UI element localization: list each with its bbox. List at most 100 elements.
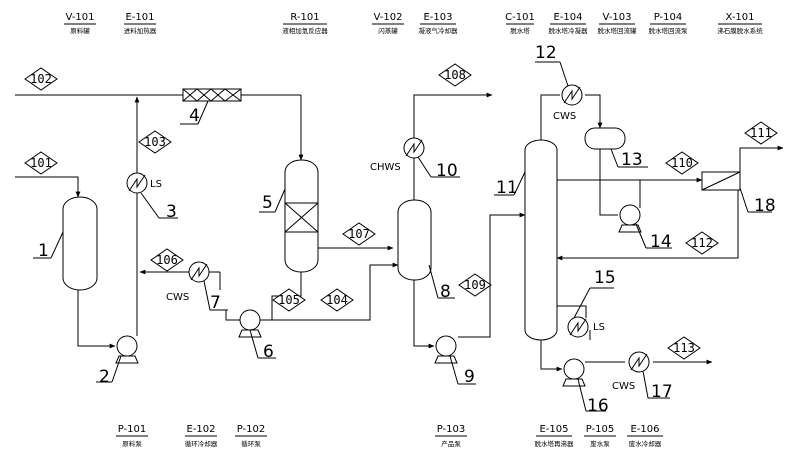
callout-13: 13 xyxy=(610,148,648,170)
legend-item-e105: E-105 脱水塔再沸器 xyxy=(535,424,575,448)
svg-text:108: 108 xyxy=(444,68,466,82)
svg-text:107: 107 xyxy=(348,227,370,241)
callout-12: 12 xyxy=(535,43,569,87)
stream-tag-113: 113 xyxy=(667,336,701,360)
legend-code: P-103 xyxy=(437,424,466,435)
legend-code: E-102 xyxy=(186,424,215,435)
legend-code: P-102 xyxy=(237,424,266,435)
legend-item-e103: E-103 凝液气冷却器 xyxy=(419,12,459,35)
legend-code: X-101 xyxy=(725,12,754,23)
membrane-unit-18 xyxy=(701,171,741,191)
vessel-v102 xyxy=(397,199,432,281)
vessel-v101 xyxy=(62,196,98,291)
legend-item-e102: E-102 循环冷却器 xyxy=(185,424,218,448)
legend-top: V-101 原料罐 E-101 进料加热器 R-101 液相加氢反应器 V-10… xyxy=(64,12,763,35)
legend-code: E-103 xyxy=(423,12,452,23)
svg-text:105: 105 xyxy=(278,293,300,307)
svg-text:3: 3 xyxy=(166,202,177,222)
pump-p101 xyxy=(115,330,139,364)
stream-tag-108: 108 xyxy=(438,63,472,87)
svg-text:102: 102 xyxy=(30,72,52,86)
legend-item-e101: E-101 进料加热器 xyxy=(124,12,157,35)
callout-1: 1 xyxy=(33,231,64,261)
legend-item-c101: C-101 脱水塔 xyxy=(505,12,535,35)
svg-text:13: 13 xyxy=(621,150,643,170)
pump-p104 xyxy=(618,204,642,233)
stream-tag-111: 111 xyxy=(744,121,778,145)
callout-11: 11 xyxy=(494,171,526,198)
stream-tag-110: 110 xyxy=(665,151,699,175)
stream-tag-104: 104 xyxy=(320,288,354,312)
stream-tag-103: 103 xyxy=(138,130,172,154)
legend-name: 脱水塔 xyxy=(510,26,530,35)
heat-exchanger-e106 xyxy=(628,351,650,373)
legend-name: 原料罐 xyxy=(70,26,90,35)
svg-text:109: 109 xyxy=(464,278,486,292)
legend-code: P-101 xyxy=(118,424,147,435)
legend-name: 脱水塔再沸器 xyxy=(535,439,575,448)
callout-17: 17 xyxy=(642,370,673,402)
stream-tag-102: 102 xyxy=(24,67,58,91)
utility-chws-e103: CHWS xyxy=(370,162,401,173)
svg-text:4: 4 xyxy=(189,106,200,126)
legend-item-e104: E-104 脱水塔冷凝器 xyxy=(549,12,589,35)
legend-item-x101: X-101 沸石膜脱水系统 xyxy=(717,12,763,35)
svg-text:15: 15 xyxy=(594,268,616,288)
legend-code: E-101 xyxy=(125,12,154,23)
svg-text:101: 101 xyxy=(30,156,52,170)
svg-text:9: 9 xyxy=(464,367,475,387)
stream-tag-101: 101 xyxy=(24,151,58,175)
column-c101 xyxy=(524,139,558,341)
legend-item-p105: P-105 废水泵 xyxy=(584,424,616,448)
utility-ls-e105: LS xyxy=(593,322,605,333)
reactor-r101 xyxy=(284,159,319,273)
svg-text:14: 14 xyxy=(650,232,672,252)
svg-text:16: 16 xyxy=(587,396,609,416)
legend-code: P-104 xyxy=(654,12,683,23)
stream-tag-105: 105 xyxy=(272,288,306,312)
legend-item-v102: V-102 闪蒸罐 xyxy=(372,12,404,35)
svg-text:7: 7 xyxy=(210,293,221,313)
legend-name: 原料泵 xyxy=(122,439,142,448)
legend-name: 产品泵 xyxy=(441,439,461,448)
callout-14: 14 xyxy=(635,223,672,252)
legend-code: C-101 xyxy=(505,12,535,23)
svg-text:8: 8 xyxy=(440,282,451,302)
legend-code: R-101 xyxy=(290,12,319,23)
legend-name: 闪蒸罐 xyxy=(378,26,398,35)
heat-exchanger-e105 xyxy=(567,316,589,338)
callout-6: 6 xyxy=(249,329,276,362)
legend-name: 循环冷却器 xyxy=(185,439,218,448)
stream-tags: 101 102 103 104 105 106 107 108 xyxy=(24,63,778,360)
callout-18: 18 xyxy=(739,187,776,216)
pump-p103 xyxy=(434,335,458,364)
heat-exchanger-e103 xyxy=(403,137,425,159)
legend-name: 液相加氢反应器 xyxy=(282,26,328,35)
pump-p102 xyxy=(238,309,262,338)
svg-text:104: 104 xyxy=(326,293,348,307)
svg-text:12: 12 xyxy=(535,43,557,63)
pump-p105 xyxy=(562,358,586,387)
callout-2: 2 xyxy=(96,355,122,387)
callout-16: 16 xyxy=(577,378,609,416)
svg-text:10: 10 xyxy=(436,161,458,181)
stream-tag-109: 109 xyxy=(458,273,492,297)
legend-name: 沸石膜脱水系统 xyxy=(717,26,763,35)
svg-text:5: 5 xyxy=(262,193,273,213)
callout-8: 8 xyxy=(428,264,455,302)
legend-name: 凝液气冷却器 xyxy=(419,26,459,35)
callout-5: 5 xyxy=(259,188,286,213)
callout-4: 4 xyxy=(180,100,209,126)
legend-code: E-104 xyxy=(553,12,582,23)
legend-item-p101: P-101 原料泵 xyxy=(116,424,148,448)
legend-item-v103: V-103 脱水塔回流罐 xyxy=(598,12,638,35)
svg-text:2: 2 xyxy=(99,367,110,387)
svg-text:113: 113 xyxy=(673,341,695,355)
legend-name: 废水冷却器 xyxy=(629,439,662,448)
legend-code: P-105 xyxy=(586,424,615,435)
utility-ls-e101: LS xyxy=(150,179,162,190)
equipment-callouts: 1 2 3 4 5 6 7 xyxy=(33,43,776,416)
svg-text:110: 110 xyxy=(671,156,693,170)
svg-text:18: 18 xyxy=(754,196,776,216)
